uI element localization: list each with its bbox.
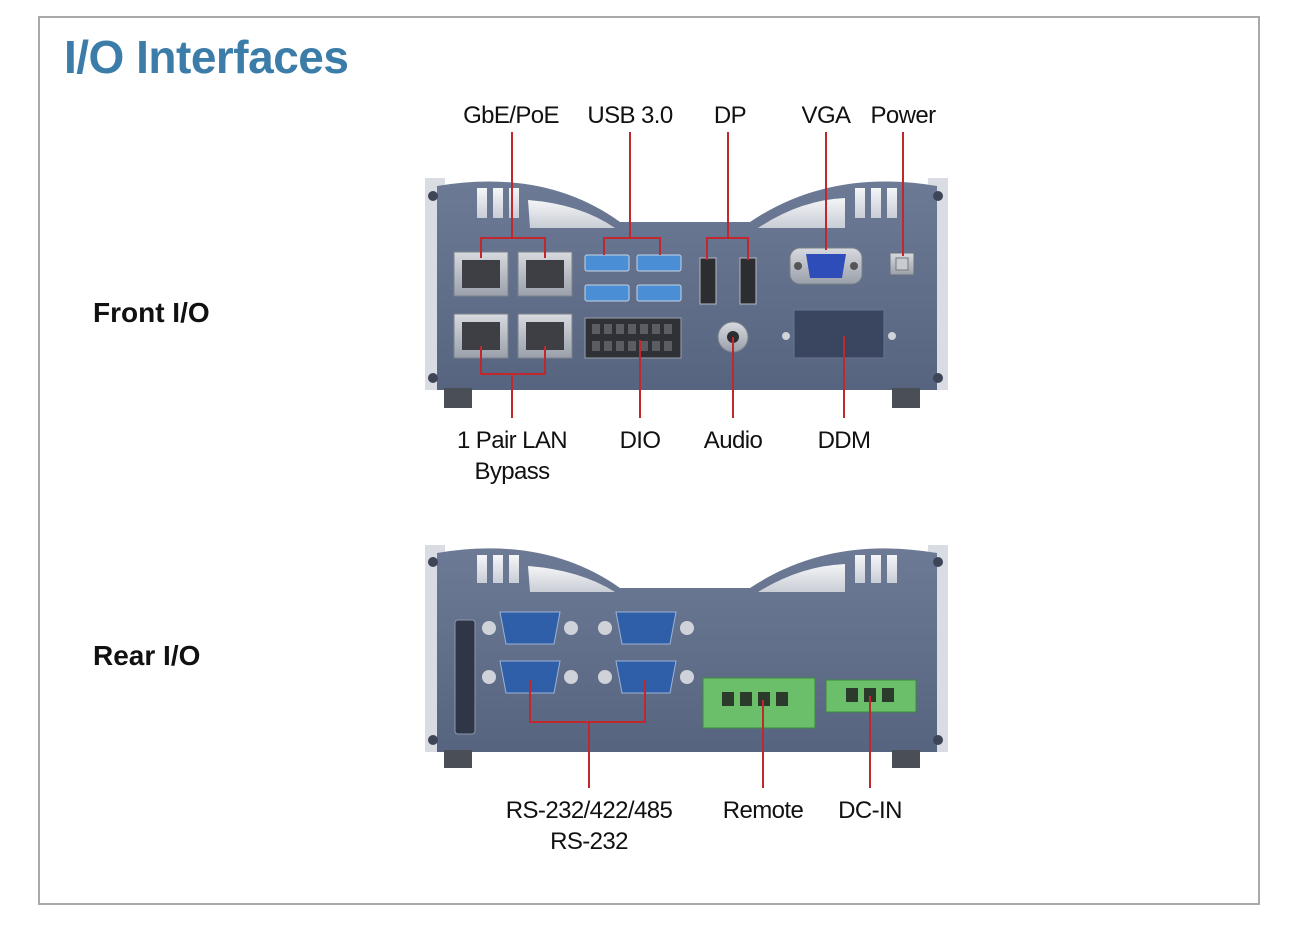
content-frame	[38, 16, 1260, 905]
front-screws	[428, 191, 943, 383]
front-foot-right	[892, 388, 920, 408]
rear-io-label: Rear I/O	[93, 640, 201, 671]
rear-side-slot	[454, 619, 476, 735]
rj45-ports	[453, 251, 573, 359]
front-io-label: Front I/O	[93, 297, 210, 328]
com-port	[482, 611, 578, 645]
label-ddm: DDM	[817, 427, 871, 454]
rear-top-vents	[477, 555, 897, 592]
label-audio: Audio	[703, 427, 763, 454]
com-port	[598, 611, 694, 645]
front-top-vents	[477, 188, 897, 228]
front-panel	[425, 178, 948, 408]
front-foot-left	[444, 388, 472, 408]
ddm-display	[782, 309, 896, 359]
label-dc-in: DC-IN	[838, 797, 902, 824]
rear-foot-left	[444, 750, 472, 768]
rear-screws	[428, 557, 943, 745]
usb-ports	[584, 254, 682, 302]
label-serial: RS-232/422/485 RS-232	[505, 797, 673, 855]
label-dp: DP	[713, 102, 747, 129]
label-power: Power	[870, 102, 936, 129]
label-gbe-poe: GbE/PoE	[463, 102, 559, 129]
page-title: I/O Interfaces	[64, 31, 349, 83]
dio-terminal	[584, 317, 682, 359]
rj45-port	[453, 251, 509, 297]
power-button	[889, 252, 915, 276]
label-lan-bypass: 1 Pair LAN Bypass	[456, 427, 568, 485]
callout-lines	[480, 132, 904, 788]
rj45-port	[453, 313, 509, 359]
com-ports	[482, 611, 694, 694]
rj45-port	[517, 313, 573, 359]
com-port	[598, 660, 694, 694]
vga-port	[789, 247, 863, 285]
label-dio: DIO	[619, 427, 661, 454]
label-usb: USB 3.0	[587, 102, 673, 129]
remote-terminal	[702, 677, 816, 729]
rear-foot-right	[892, 750, 920, 768]
rj45-port	[517, 251, 573, 297]
dp-ports	[699, 257, 757, 305]
label-vga: VGA	[801, 102, 851, 129]
com-port	[482, 660, 578, 694]
label-remote: Remote	[722, 797, 804, 824]
